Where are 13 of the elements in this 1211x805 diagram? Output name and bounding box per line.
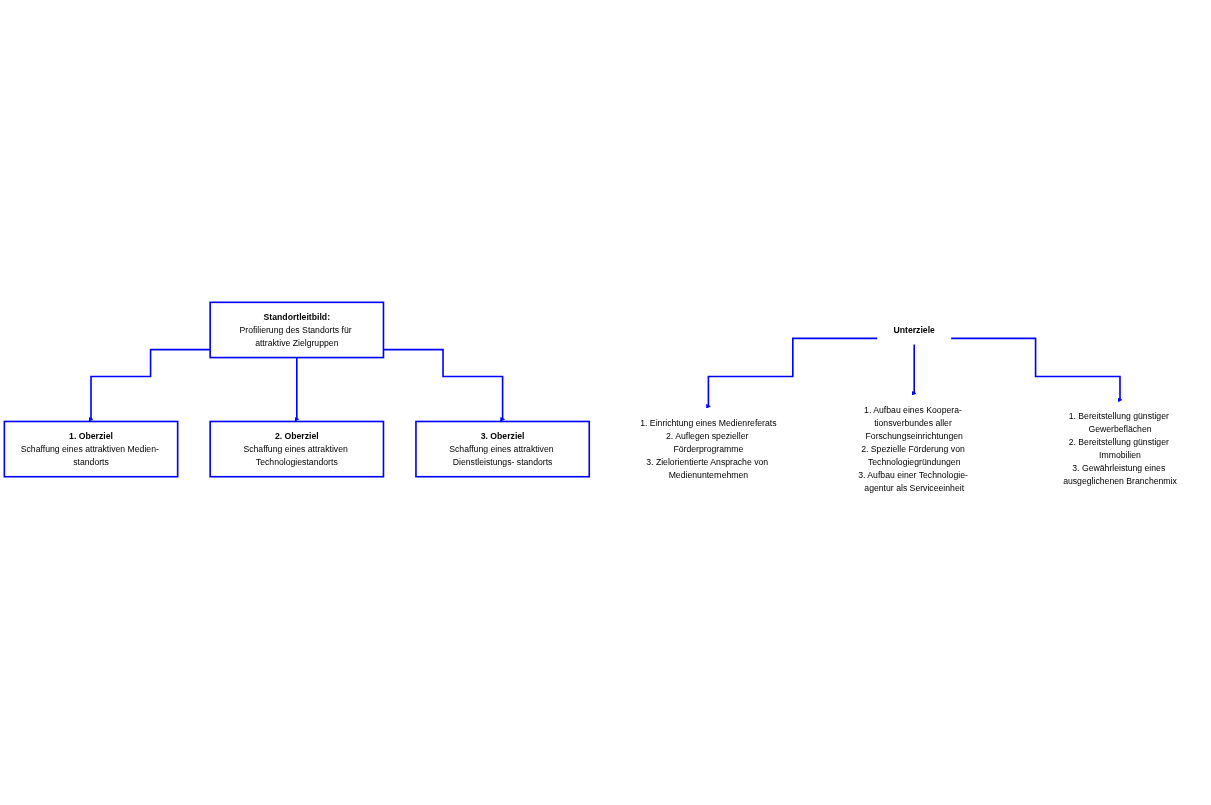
node-box: 1. Oberziel Schaffung eines attraktiven Medien- standorts bbox=[3, 420, 179, 478]
arrow bbox=[911, 343, 917, 396]
node-box: 2. Oberziel Schaffung eines attraktiven Technologiestandorts bbox=[209, 420, 385, 478]
arrow bbox=[706, 337, 879, 409]
arrow bbox=[294, 356, 300, 422]
node-box: 3. Oberziel Schaffung eines attraktiven Dienstleistungs- standorts bbox=[415, 420, 591, 478]
node-text: 1. Aufbau eines Koopera- tionsverbundes aller Forschungseinrichtungen 2. Spezielle Förderung von Technologiegründungen 3. Aufbau einer Technologie- agentur als Serviceeinheit bbox=[858, 405, 968, 493]
node-text: 1. Einrichtung eines Medienreferats 2. Auflegen spezieller Förderprogramme 3. Zielorientierte Ansprache von Medienunternehmen bbox=[640, 418, 777, 480]
arrow bbox=[88, 348, 211, 422]
node-box: Standortleitbild: Profilierung des Standorts für attraktive Zielgruppen bbox=[209, 301, 385, 359]
node-text: 1. Bereitstellung günstiger Gewerbeflächen 2. Bereitstellung günstiger Immobilien 3. Gewährleistung eines ausgeglichenen Branchenmix bbox=[1063, 411, 1177, 486]
arrow bbox=[950, 337, 1123, 403]
node-text: Unterziele bbox=[893, 325, 935, 335]
